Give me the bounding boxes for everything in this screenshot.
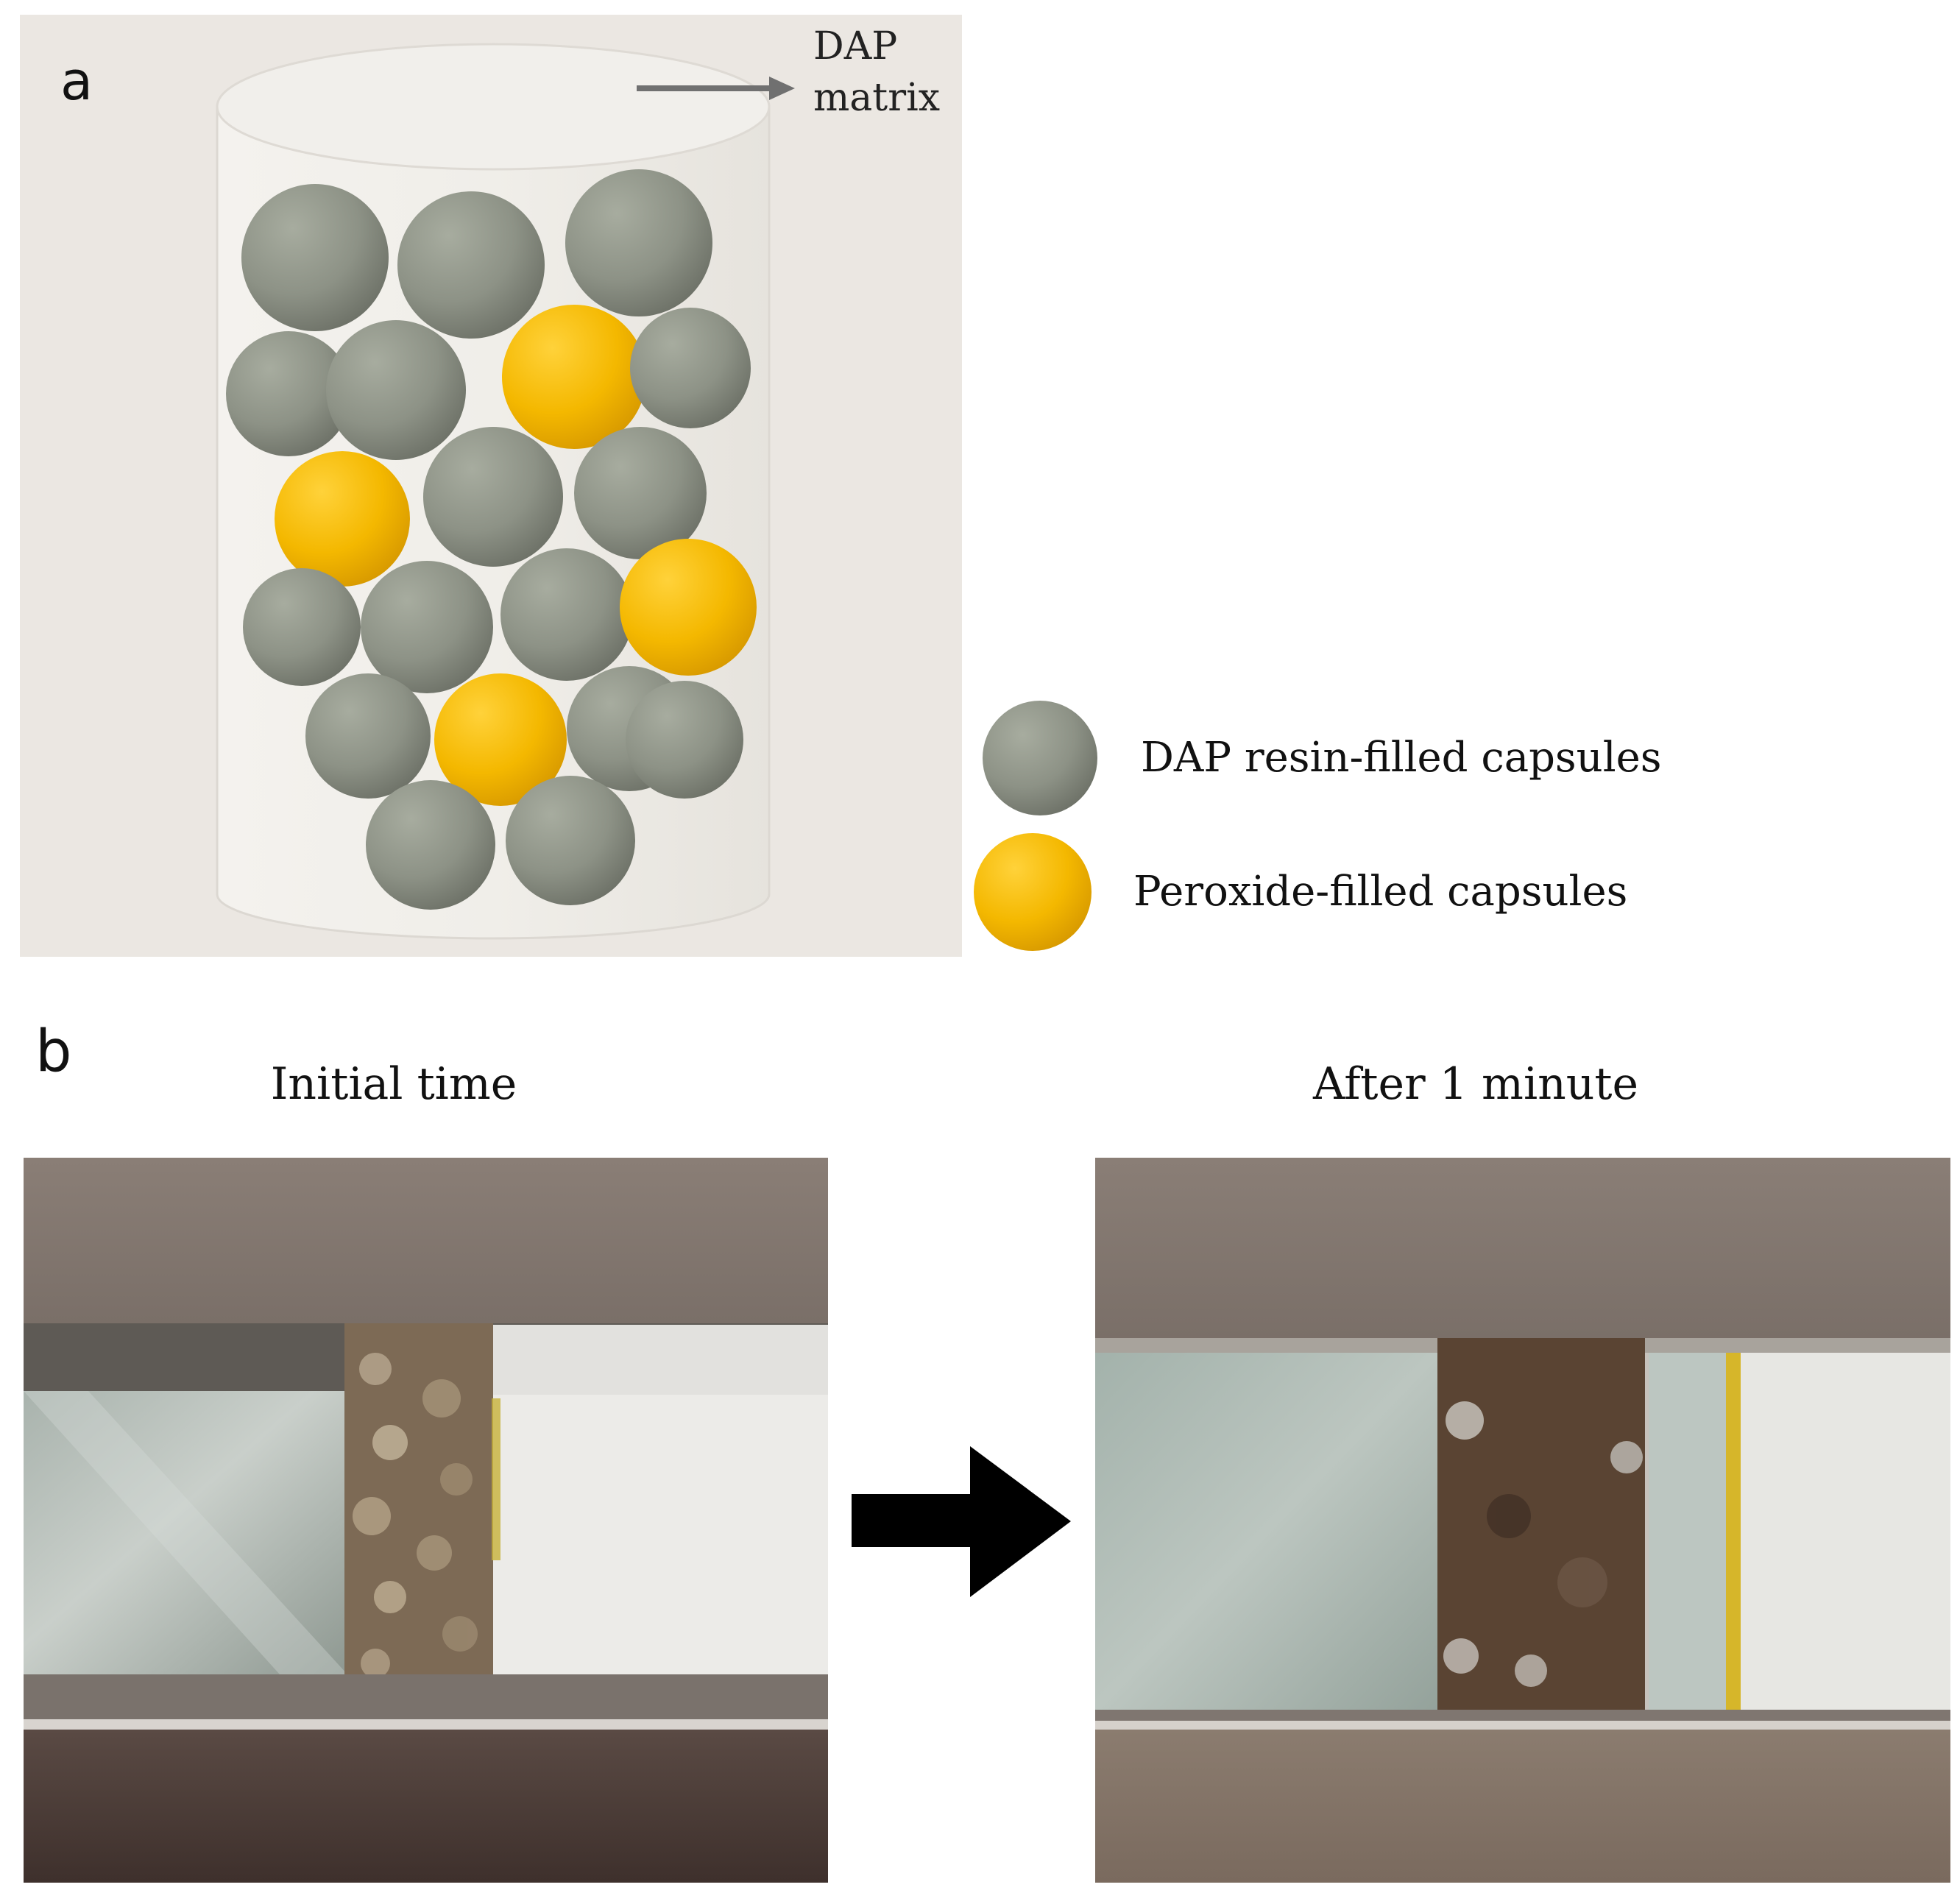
resin-capsule bbox=[305, 673, 431, 799]
bottom-metal-plate bbox=[1095, 1730, 1950, 1883]
progression-arrow bbox=[852, 1446, 1071, 1597]
resin-capsule bbox=[397, 191, 545, 339]
panel-b: b Initial time After 1 minute bbox=[24, 1019, 1950, 1883]
legend-peroxide-swatch bbox=[974, 833, 1092, 951]
resin-capsule bbox=[630, 308, 751, 428]
legend-resin-label: DAP resin-filled capsules bbox=[1141, 734, 1662, 782]
legend: DAP resin-filled capsules Peroxide-fille… bbox=[974, 701, 1662, 951]
yellow-healed-line bbox=[1726, 1353, 1741, 1710]
resin-capsule bbox=[366, 780, 495, 910]
peroxide-capsule bbox=[434, 673, 567, 806]
top-metal-plate bbox=[1095, 1158, 1950, 1338]
resin-capsule bbox=[361, 561, 493, 693]
resin-capsule bbox=[226, 331, 351, 456]
matrix-label-line2: matrix bbox=[813, 76, 940, 120]
legend-peroxide-label: Peroxide-filled capsules bbox=[1133, 868, 1627, 916]
panel-b-letter: b bbox=[35, 1019, 72, 1085]
glass-section bbox=[1095, 1353, 1437, 1710]
capsule-group bbox=[226, 169, 757, 910]
panel-a-letter: a bbox=[60, 50, 93, 112]
bottom-metal-plate bbox=[24, 1730, 828, 1883]
legend-resin-swatch bbox=[983, 701, 1097, 815]
resin-capsule bbox=[241, 184, 389, 331]
peroxide-capsule bbox=[502, 305, 646, 449]
after-1-minute-title: After 1 minute bbox=[1312, 1058, 1638, 1110]
peroxide-capsule bbox=[275, 451, 410, 587]
matrix-label-line1: DAP bbox=[813, 24, 897, 68]
initial-time-title: Initial time bbox=[271, 1058, 517, 1110]
resin-capsule bbox=[626, 681, 743, 799]
peroxide-capsule bbox=[620, 539, 757, 676]
resin-capsule bbox=[423, 427, 563, 567]
top-metal-plate bbox=[24, 1158, 828, 1323]
initial-time-photo bbox=[24, 1158, 828, 1883]
resin-capsule bbox=[506, 776, 635, 905]
resin-capsule bbox=[565, 169, 712, 316]
resin-capsule bbox=[500, 548, 633, 681]
after-1-minute-photo bbox=[1095, 1158, 1950, 1883]
matrix-pointer-arrow bbox=[637, 77, 795, 100]
glass-section bbox=[24, 1391, 347, 1674]
panel-a: a DAP matrix DAP resin-filled capsules P… bbox=[20, 15, 1662, 957]
resin-capsule bbox=[326, 320, 466, 460]
resin-capsule bbox=[243, 568, 361, 686]
resin-capsule bbox=[574, 427, 707, 559]
